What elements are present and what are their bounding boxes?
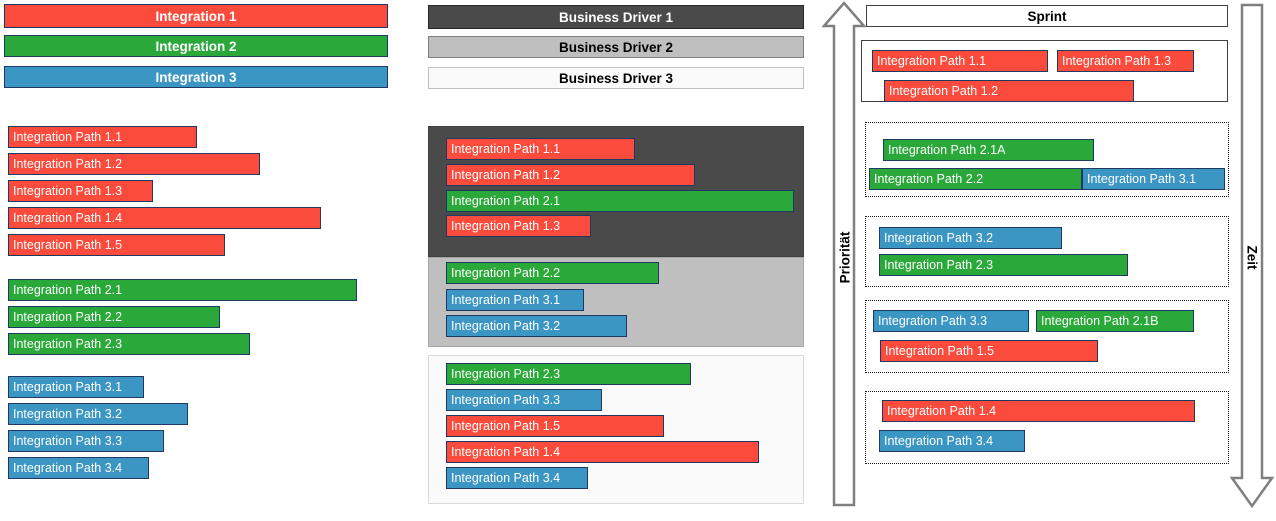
backlog-bar[interactable]: Integration Path 2.3: [8, 333, 250, 355]
backlog-bar[interactable]: Integration Path 1.4: [8, 207, 321, 229]
backlog-bar[interactable]: Integration Path 2.1: [8, 279, 357, 301]
bar-label: Integration Path 3.2: [451, 318, 561, 333]
backlog-bar[interactable]: Integration Path 3.2: [8, 403, 188, 425]
sprint-bar-item[interactable]: Integration Path 1.4: [882, 400, 1195, 422]
bar-label: Integration Path 2.3: [13, 336, 123, 351]
business-driver-1-header[interactable]: Business Driver 1: [428, 5, 804, 29]
bar-label: Integration Path 2.1: [451, 193, 561, 208]
priority-arrow: Priorität: [821, 0, 867, 516]
sprint-header: Sprint: [866, 5, 1228, 27]
integration-legend: Integration 1 Integration 2 Integration …: [4, 4, 388, 88]
driver-bar-item[interactable]: Integration Path 1.1: [446, 138, 635, 160]
bar-label: Integration Path 3.2: [884, 230, 994, 245]
sprint-bar-item[interactable]: Integration Path 1.2: [884, 80, 1134, 102]
sprint-bar-item[interactable]: Integration Path 3.3: [873, 310, 1029, 332]
business-driver-legend: Business Driver 1 Business Driver 2 Busi…: [428, 0, 804, 95]
sprint-bar-item[interactable]: Integration Path 2.2: [869, 168, 1082, 190]
priority-arrow-label: Priorität: [837, 231, 853, 284]
sprint-bar-item[interactable]: Integration Path 3.1: [1082, 168, 1225, 190]
bar-label: Integration Path 3.3: [13, 433, 123, 448]
bar-label: Integration Path 1.5: [885, 343, 995, 358]
bar-label: Integration Path 1.2: [13, 156, 123, 171]
legend-integration-1[interactable]: Integration 1: [4, 4, 388, 28]
sprint-bar-item[interactable]: Integration Path 3.2: [879, 227, 1062, 249]
time-arrow: Zeit: [1229, 0, 1276, 516]
sprint-bar-item[interactable]: Integration Path 2.1A: [883, 139, 1094, 161]
bar-label: Integration Path 1.3: [1062, 53, 1172, 68]
driver-bar-item[interactable]: Integration Path 2.2: [446, 262, 659, 284]
bar-label: Integration Path 2.1B: [1041, 313, 1159, 328]
driver-bar-item[interactable]: Integration Path 3.4: [446, 467, 588, 489]
sprint-bar-item[interactable]: Integration Path 1.1: [872, 50, 1048, 72]
bar-label: Integration Path 1.2: [889, 83, 999, 98]
bar-label: Integration Path 1.2: [451, 167, 561, 182]
driver-bar-item[interactable]: Integration Path 1.5: [446, 415, 664, 437]
bar-label: Integration Path 2.1: [13, 282, 123, 297]
bar-label: Integration Path 1.4: [13, 210, 123, 225]
bar-label: Integration Path 1.3: [13, 183, 123, 198]
backlog-bar[interactable]: Integration Path 2.2: [8, 306, 220, 328]
bar-label: Integration Path 3.3: [878, 313, 988, 328]
legend-integration-3[interactable]: Integration 3: [4, 66, 388, 88]
bar-label: Integration Path 1.4: [451, 444, 561, 459]
bar-label: Integration Path 3.1: [13, 379, 123, 394]
business-driver-3-header[interactable]: Business Driver 3: [428, 67, 804, 89]
bar-label: Integration Path 1.1: [877, 53, 987, 68]
business-driver-2-header[interactable]: Business Driver 2: [428, 36, 804, 58]
driver-bar-item[interactable]: Integration Path 3.1: [446, 289, 584, 311]
bar-label: Integration Path 3.4: [884, 433, 994, 448]
sprint-bar-item[interactable]: Integration Path 1.3: [1057, 50, 1194, 72]
legend-integration-2-label: Integration 2: [155, 38, 237, 54]
bar-label: Integration Path 2.3: [884, 257, 994, 272]
backlog-bar[interactable]: Integration Path 3.1: [8, 376, 144, 398]
bar-label: Integration Path 3.2: [13, 406, 123, 421]
sprint-bar-item[interactable]: Integration Path 1.5: [880, 340, 1098, 362]
driver-bar-item[interactable]: Integration Path 2.1: [446, 190, 794, 212]
bar-label: Integration Path 2.2: [874, 171, 984, 186]
business-driver-1-label: Business Driver 1: [558, 9, 674, 25]
bar-label: Integration Path 2.2: [451, 265, 561, 280]
bar-label: Integration Path 1.5: [451, 418, 561, 433]
bar-label: Integration Path 3.1: [1087, 171, 1197, 186]
priority-arrow-icon: [821, 1, 867, 507]
driver-bar-item[interactable]: Integration Path 3.2: [446, 315, 627, 337]
sprint-bar-item[interactable]: Integration Path 3.4: [879, 430, 1025, 452]
bar-label: Integration Path 1.1: [451, 141, 561, 156]
time-arrow-icon: [1229, 3, 1275, 509]
bar-label: Integration Path 3.4: [13, 460, 123, 475]
legend-integration-1-label: Integration 1: [155, 8, 237, 24]
bar-label: Integration Path 2.3: [451, 366, 561, 381]
sprint-bar-item[interactable]: Integration Path 2.3: [879, 254, 1128, 276]
time-arrow-label: Zeit: [1244, 245, 1260, 270]
backlog-bar[interactable]: Integration Path 3.3: [8, 430, 164, 452]
bar-label: Integration Path 3.1: [451, 292, 561, 307]
legend-integration-2[interactable]: Integration 2: [4, 35, 388, 57]
business-driver-3-label: Business Driver 3: [558, 70, 674, 86]
bar-label: Integration Path 1.1: [13, 129, 123, 144]
bar-label: Integration Path 1.4: [887, 403, 997, 418]
backlog-bar[interactable]: Integration Path 1.3: [8, 180, 153, 202]
bar-label: Integration Path 1.5: [13, 237, 123, 252]
backlog-bar[interactable]: Integration Path 3.4: [8, 457, 149, 479]
driver-bar-item[interactable]: Integration Path 1.3: [446, 215, 591, 237]
driver-bar-item[interactable]: Integration Path 2.3: [446, 363, 691, 385]
bar-label: Integration Path 3.3: [451, 392, 561, 407]
driver-bar-item[interactable]: Integration Path 3.3: [446, 389, 602, 411]
business-driver-2-label: Business Driver 2: [558, 39, 674, 55]
legend-integration-3-label: Integration 3: [155, 69, 237, 85]
bar-label: Integration Path 1.3: [451, 218, 561, 233]
bar-label: Integration Path 3.4: [451, 470, 561, 485]
driver-bar-item[interactable]: Integration Path 1.2: [446, 164, 695, 186]
backlog-bar[interactable]: Integration Path 1.5: [8, 234, 225, 256]
sprint-header-label: Sprint: [1027, 8, 1067, 24]
bar-label: Integration Path 2.1A: [888, 142, 1006, 157]
driver-bar-item[interactable]: Integration Path 1.4: [446, 441, 759, 463]
backlog-bar[interactable]: Integration Path 1.2: [8, 153, 260, 175]
sprint-bar-item[interactable]: Integration Path 2.1B: [1036, 310, 1194, 332]
bar-label: Integration Path 2.2: [13, 309, 123, 324]
backlog-bar[interactable]: Integration Path 1.1: [8, 126, 197, 148]
